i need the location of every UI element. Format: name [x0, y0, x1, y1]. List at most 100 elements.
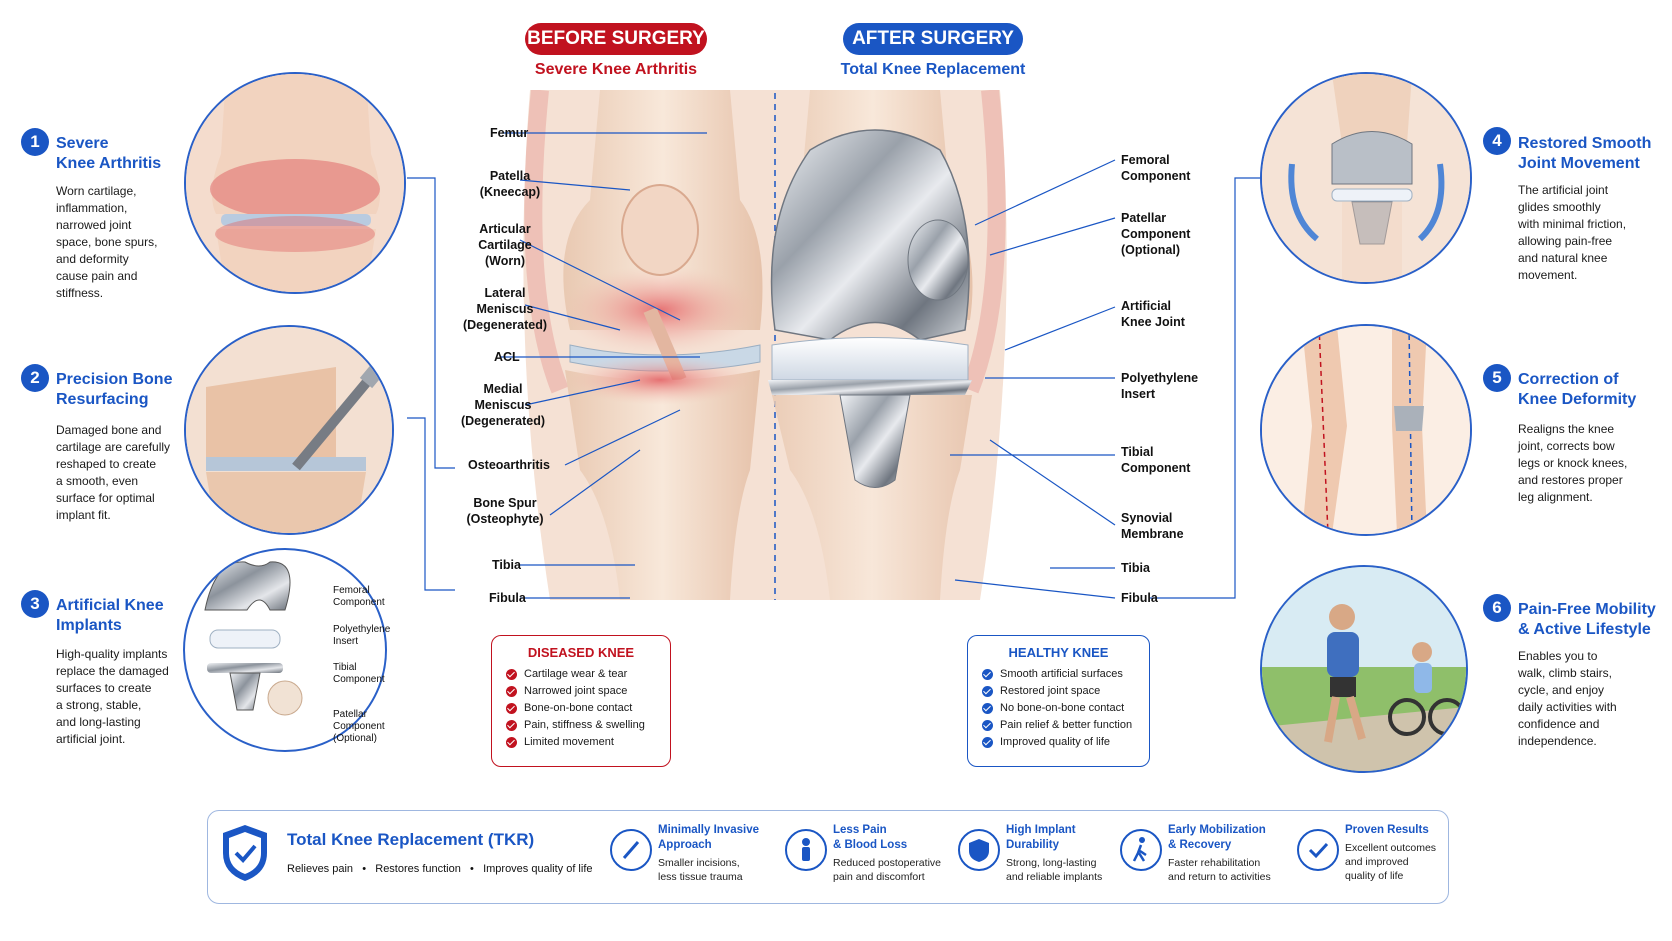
footer-banner: Total Knee Replacement (TKR) Relieves pa…	[207, 810, 1449, 904]
label-acl: ACL	[494, 350, 520, 364]
smooth-movement-image	[1262, 74, 1470, 282]
knee-comparison-illustration	[523, 90, 1007, 600]
shield-icon	[958, 829, 1000, 871]
step-3-badge: 3	[21, 590, 49, 618]
healthy-item-text: Improved quality of life	[1000, 736, 1111, 748]
healthy-item: Pain relief & better function	[982, 717, 1149, 734]
check-icon	[982, 737, 993, 748]
person-icon	[785, 829, 827, 871]
alignment-image	[1262, 326, 1470, 534]
implants-image	[204, 561, 303, 716]
footer-tag: Relieves pain	[287, 863, 354, 875]
benefit-title: Less Pain & Blood Loss	[833, 824, 908, 851]
diseased-item: Pain, stiffness & swelling	[506, 717, 670, 734]
bullet-separator: •	[463, 863, 480, 875]
label-synovial-membrane: Synovial Membrane	[1121, 511, 1184, 541]
implants-circle	[183, 548, 387, 752]
healthy-item-text: No bone-on-bone contact	[1000, 702, 1125, 714]
check-icon	[982, 720, 993, 731]
bone-resurfacing-image	[186, 327, 392, 533]
after-surgery-subtitle: Total Knee Replacement	[840, 61, 1026, 78]
label-tibial-component: Tibial Component	[1121, 445, 1191, 475]
step-2-body: Damaged bone and cartilage are carefully…	[56, 423, 171, 522]
footer-tag: Restores function	[375, 863, 461, 875]
benefit-title: Proven Results	[1345, 824, 1429, 836]
active-lifestyle-circle	[1260, 565, 1468, 773]
label-lateral-meniscus: Lateral Meniscus (Degenerated)	[462, 286, 548, 332]
label-artificial-knee-joint: Artificial Knee Joint	[1121, 299, 1185, 329]
diseased-item-text: Cartilage wear & tear	[524, 668, 628, 680]
label-tibia-left: Tibia	[492, 558, 521, 572]
benefit-less-pain: Less Pain & Blood Loss Reduced postopera…	[785, 823, 941, 884]
check-icon	[506, 686, 517, 697]
label-fibula-right: Fibula	[1121, 591, 1158, 605]
arthritic-knee-circle	[184, 72, 406, 294]
step-2-title: Precision Bone Resurfacing	[56, 371, 173, 408]
benefit-title: Minimally Invasive Approach	[658, 824, 759, 851]
step-4-body: The artificial joint glides smoothly wit…	[1518, 183, 1627, 282]
label-polyethylene-insert: Polyethylene Insert	[1121, 371, 1199, 401]
benefit-desc: Faster rehabilitation and return to acti…	[1168, 857, 1271, 883]
healthy-item: Restored joint space	[982, 683, 1149, 700]
label-osteoarthritis: Osteoarthritis	[468, 458, 550, 472]
healthy-item-text: Pain relief & better function	[1000, 719, 1133, 731]
implant-label-poly: Polyethylene Insert	[333, 624, 391, 647]
healthy-item: Improved quality of life	[982, 734, 1149, 751]
step-6-badge: 6	[1483, 594, 1511, 622]
step-5-body: Realigns the knee joint, corrects bow le…	[1518, 422, 1628, 504]
healthy-knee-title: HEALTHY KNEE	[1008, 645, 1109, 660]
after-surgery-pill: AFTER SURGERY	[843, 23, 1023, 55]
active-lifestyle-image	[1262, 567, 1466, 771]
step-5-title: Correction of Knee Deformity	[1518, 371, 1637, 408]
diseased-knee-box: DISEASED KNEE Cartilage wear & tear Narr…	[491, 635, 671, 767]
benefit-desc: Excellent outcomes and improved quality …	[1345, 842, 1437, 882]
check-icon	[506, 720, 517, 731]
arthritic-knee-image	[186, 74, 404, 292]
healthy-item-text: Restored joint space	[1000, 685, 1101, 697]
shield-check-icon	[223, 825, 267, 881]
label-bone-spur: Bone Spur (Osteophyte)	[466, 496, 544, 526]
label-tibia-right: Tibia	[1121, 561, 1150, 575]
label-articular-cartilage: Articular Cartilage (Worn)	[478, 222, 532, 268]
walking-icon	[1120, 829, 1162, 871]
benefit-durability: High Implant Durability Strong, long-las…	[958, 823, 1102, 884]
check-icon	[982, 669, 993, 680]
smooth-movement-circle	[1260, 72, 1472, 284]
before-surgery-subtitle: Severe Knee Arthritis	[534, 61, 698, 78]
footer-tag: Improves quality of life	[483, 863, 593, 875]
step-6-body: Enables you to walk, climb stairs, cycle…	[1518, 649, 1617, 748]
label-patellar-component: Patellar Component (Optional)	[1121, 211, 1191, 257]
benefit-proven-results: Proven Results Excellent outcomes and im…	[1297, 823, 1437, 883]
benefit-early-mobilization: Early Mobilization & Recovery Faster reh…	[1120, 823, 1271, 884]
step-4-title: Restored Smooth Joint Movement	[1518, 135, 1652, 172]
diseased-item-text: Narrowed joint space	[524, 685, 628, 697]
scalpel-icon	[610, 829, 652, 871]
check-icon	[506, 737, 517, 748]
benefit-title: High Implant Durability	[1006, 824, 1076, 851]
footer-tags: Relieves pain • Restores function • Impr…	[287, 863, 593, 875]
step-1-badge: 1	[21, 128, 49, 156]
implant-label-femoral: Femoral Component	[333, 585, 385, 608]
benefit-desc: Reduced postoperative pain and discomfor…	[833, 857, 941, 883]
label-femur: Femur	[490, 126, 529, 140]
bullet-separator: •	[356, 863, 373, 875]
check-icon	[982, 686, 993, 697]
check-icon	[506, 703, 517, 714]
diseased-item: Narrowed joint space	[506, 683, 670, 700]
bone-resurfacing-circle	[184, 325, 394, 535]
label-fibula-left: Fibula	[489, 591, 526, 605]
step-1-body: Worn cartilage, inflammation, narrowed j…	[56, 184, 158, 300]
step-2-badge: 2	[21, 364, 49, 392]
diseased-item: Limited movement	[506, 734, 670, 751]
step-4-badge: 4	[1483, 127, 1511, 155]
label-femoral-component: Femoral Component	[1121, 153, 1191, 183]
healthy-knee-box: HEALTHY KNEE Smooth artificial surfaces …	[967, 635, 1150, 767]
footer-title: Total Knee Replacement (TKR)	[287, 830, 535, 849]
healthy-item: Smooth artificial surfaces	[982, 666, 1149, 683]
diseased-item: Bone-on-bone contact	[506, 700, 670, 717]
diseased-knee-title: DISEASED KNEE	[527, 645, 635, 660]
healthy-item: No bone-on-bone contact	[982, 700, 1149, 717]
label-medial-meniscus: Medial Meniscus (Degenerated)	[460, 382, 546, 428]
step-5-badge: 5	[1483, 364, 1511, 392]
